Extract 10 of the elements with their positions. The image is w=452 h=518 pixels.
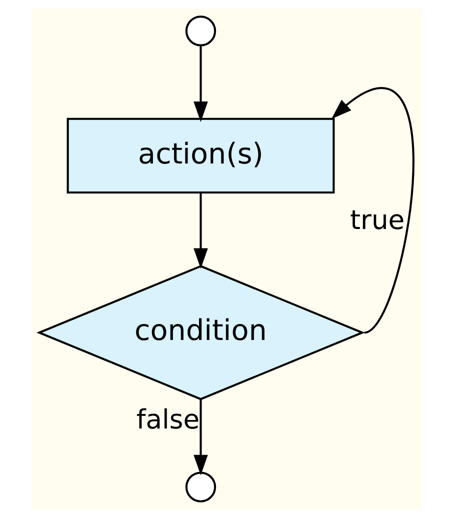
node-circle (184, 16, 216, 46)
arrow (330, 88, 414, 334)
edge-label: true (350, 205, 404, 236)
node-circle (184, 472, 216, 502)
node-box: action(s) (66, 118, 334, 194)
arrow (193, 46, 208, 122)
node-diamond: condition (36, 265, 364, 400)
arrow (193, 192, 208, 269)
arrow (193, 399, 208, 476)
edge-label: false (136, 404, 200, 436)
